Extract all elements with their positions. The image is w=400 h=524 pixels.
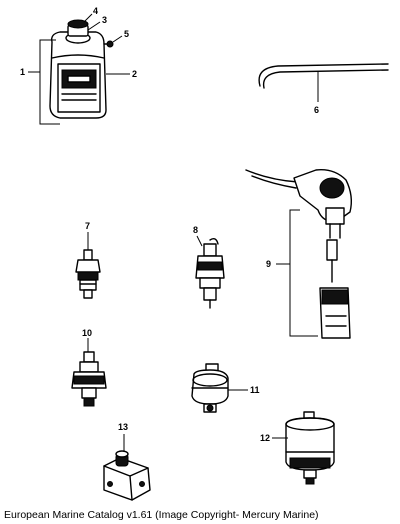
- callout-3: 3: [102, 15, 107, 25]
- bracket-leader-1: [28, 39, 60, 125]
- callout-5: 5: [124, 29, 129, 39]
- callout-2: 2: [132, 69, 137, 79]
- callout-11: 11: [250, 385, 260, 395]
- part-sender-11: [191, 363, 229, 413]
- callout-6: 6: [314, 105, 319, 115]
- leader-3: [87, 21, 101, 31]
- callout-7: 7: [85, 221, 90, 231]
- leader-8: [196, 235, 203, 247]
- callout-13: 13: [118, 422, 128, 432]
- bracket-leader-9: [276, 209, 318, 337]
- part-hose: [258, 63, 389, 89]
- part-switch-10: [71, 351, 107, 407]
- part-relay-13: [103, 450, 151, 501]
- leader-4: [83, 13, 93, 23]
- callout-4: 4: [93, 6, 98, 16]
- callout-1: 1: [20, 67, 25, 77]
- callout-9: 9: [266, 259, 271, 269]
- part-sender-12: [285, 411, 335, 485]
- part-reservoir-tank: [49, 19, 114, 119]
- leader-5: [112, 35, 123, 43]
- callout-12: 12: [260, 433, 270, 443]
- part-level-sender: [245, 169, 353, 339]
- part-sender-7: [75, 249, 101, 299]
- image-caption: European Marine Catalog v1.61 (Image Cop…: [4, 509, 319, 521]
- callout-8: 8: [193, 225, 198, 235]
- callout-10: 10: [82, 328, 92, 338]
- part-sender-8: [195, 237, 225, 309]
